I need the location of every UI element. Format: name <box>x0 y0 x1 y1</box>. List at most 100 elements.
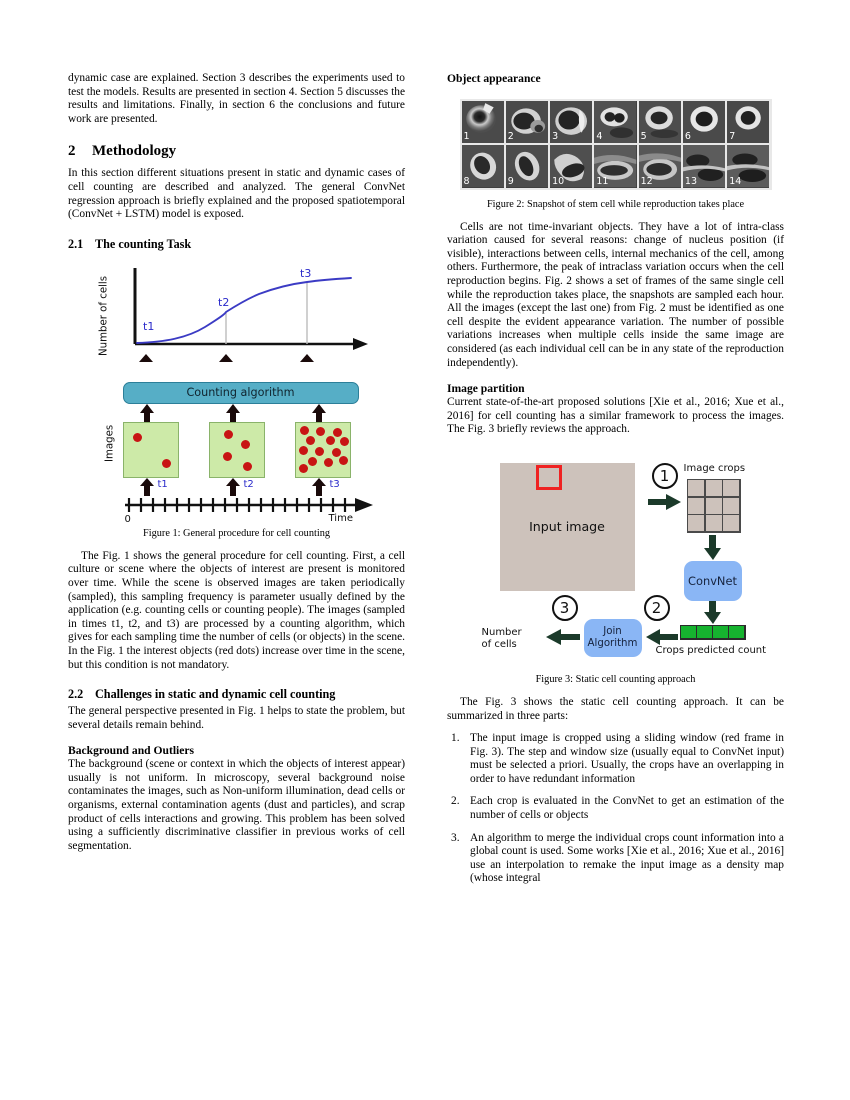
cell-index-label: 1 <box>463 131 470 143</box>
predicted-count-bar <box>697 626 712 639</box>
step-number-3: 3 <box>551 594 578 621</box>
cell-dot <box>331 447 341 457</box>
arrow-crops-to-convnet <box>703 534 721 560</box>
cell-dot <box>298 445 308 455</box>
cell-dot <box>325 435 335 445</box>
crops-predicted-count-bars <box>679 624 746 640</box>
subsection-heading-counting-task: 2.1 The counting Task <box>68 237 405 252</box>
cell-dot <box>161 458 171 468</box>
arrow-convnet-to-counts <box>703 600 721 624</box>
right-column: Object appearance <box>447 72 784 895</box>
paragraph-intro: dynamic case are explained. Section 3 de… <box>68 72 405 125</box>
paragraph-background: The background (scene or context in whic… <box>68 758 405 852</box>
crop-cell <box>705 480 722 497</box>
cell-index-label: 14 <box>729 175 742 187</box>
heading-object-appearance: Object appearance <box>447 72 541 85</box>
cell-index-label: 3 <box>552 131 559 143</box>
list-item: The input image is cropped using a slidi… <box>451 732 784 785</box>
join-algorithm-label-line2: Algorithm <box>587 637 638 649</box>
static-approach-list: The input image is cropped using a slidi… <box>447 732 784 886</box>
cell-dot <box>314 446 324 456</box>
crop-cell <box>705 515 722 532</box>
cell-index-label: 10 <box>552 175 565 187</box>
cell-snapshot-11: 11 <box>594 145 637 188</box>
image-crops-label: Image crops <box>683 462 746 474</box>
paragraph-image-partition: Current state-of-the-art proposed soluti… <box>447 396 784 436</box>
cell-dot <box>242 461 252 471</box>
figure1-image-boxes <box>122 421 373 478</box>
subsection-number: 2.1 <box>68 236 84 251</box>
cell-dot <box>332 427 342 437</box>
crop-cell <box>688 515 704 532</box>
figure1-time-marker-t3: t3 <box>329 478 340 490</box>
figure-2: 1 2 <box>447 99 784 210</box>
figure-3-caption: Figure 3: Static cell counting approach <box>535 673 696 685</box>
figure-1-graphic: Number of cells Images <box>98 266 373 525</box>
arrow-counts-to-join <box>645 628 678 645</box>
figure-2-grid: 1 2 <box>459 99 772 190</box>
figure1-arrows-images-to-algorithm <box>139 403 326 424</box>
convnet-box: ConvNet <box>683 560 742 601</box>
cell-snapshot-1: 1 <box>461 101 504 144</box>
cell-image-box-t1 <box>122 421 179 478</box>
crop-cell <box>688 480 704 497</box>
cell-dot <box>299 425 309 435</box>
figure1-time-axis-label: Time <box>328 512 353 524</box>
svg-text:t2: t2 <box>218 296 229 309</box>
paragraph-cells-variation: Cells are not time-invariant objects. Th… <box>447 220 784 369</box>
figure1-images-label: Images <box>104 424 115 462</box>
heading-image-partition: Image partition <box>447 382 525 396</box>
crop-cell <box>688 497 704 514</box>
predicted-count-bar <box>729 626 744 639</box>
figure1-time-marker-t2: t2 <box>243 478 254 490</box>
cell-dot <box>338 455 348 465</box>
counting-algorithm-box: Counting algorithm <box>122 381 359 404</box>
list-item: An algorithm to merge the individual cro… <box>451 831 784 885</box>
paragraph-figure3-description: The Fig. 3 shows the static cell countin… <box>447 695 784 722</box>
cell-index-label: 12 <box>640 175 653 187</box>
number-of-cells-label-line1: Number <box>481 626 522 638</box>
cell-index-label: 5 <box>640 131 647 143</box>
cell-snapshot-3: 3 <box>550 101 593 144</box>
subsection-title: Challenges in static and dynamic cell co… <box>95 687 336 702</box>
figure-1: Number of cells Images <box>68 266 405 539</box>
list-item: Each crop is evaluated in the ConvNet to… <box>451 795 784 822</box>
two-column-layout: dynamic case are explained. Section 3 de… <box>68 72 784 895</box>
svg-text:t3: t3 <box>300 267 311 280</box>
number-of-cells-label-line2: of cells <box>481 638 517 650</box>
cell-index-label: 2 <box>507 131 514 143</box>
cell-index-label: 7 <box>729 131 736 143</box>
cell-snapshot-10: 10 <box>550 145 593 188</box>
input-image-label: Input image <box>529 519 605 535</box>
crop-cell <box>723 497 739 514</box>
cell-snapshot-5: 5 <box>638 101 681 144</box>
crops-predicted-count-label: Crops predicted count <box>655 644 767 656</box>
figure1-y-axis-label: Number of cells <box>98 275 109 356</box>
cell-snapshot-13: 13 <box>682 145 726 188</box>
paragraph-challenges: The general perspective presented in Fig… <box>68 705 405 731</box>
arrow-join-to-output <box>545 628 580 645</box>
cell-snapshot-7: 7 <box>727 101 770 144</box>
join-algorithm-box: Join Algorithm <box>583 618 642 657</box>
predicted-count-bar <box>713 626 728 639</box>
cell-dot <box>240 439 250 449</box>
paragraph-figure1-description: The Fig. 1 shows the general procedure f… <box>68 549 405 671</box>
figure-3-graphic: Input image 1 Image crops <box>456 453 776 665</box>
paragraph-methodology: In this section different situations pre… <box>68 167 405 221</box>
cell-dot <box>222 451 232 461</box>
cell-index-label: 6 <box>684 131 691 143</box>
cell-dot <box>307 456 317 466</box>
crop-cell <box>723 515 739 532</box>
figure1-growth-plot: t1 t2 t3 <box>133 267 368 362</box>
subsection-title: The counting Task <box>95 236 192 251</box>
left-column: dynamic case are explained. Section 3 de… <box>68 72 405 895</box>
cell-dot <box>223 429 233 439</box>
cell-dot <box>305 435 315 445</box>
cell-index-label: 8 <box>463 175 470 187</box>
arrow-input-to-crops <box>647 493 681 510</box>
section-title: Methodology <box>92 143 177 160</box>
cell-snapshot-4: 4 <box>594 101 637 144</box>
